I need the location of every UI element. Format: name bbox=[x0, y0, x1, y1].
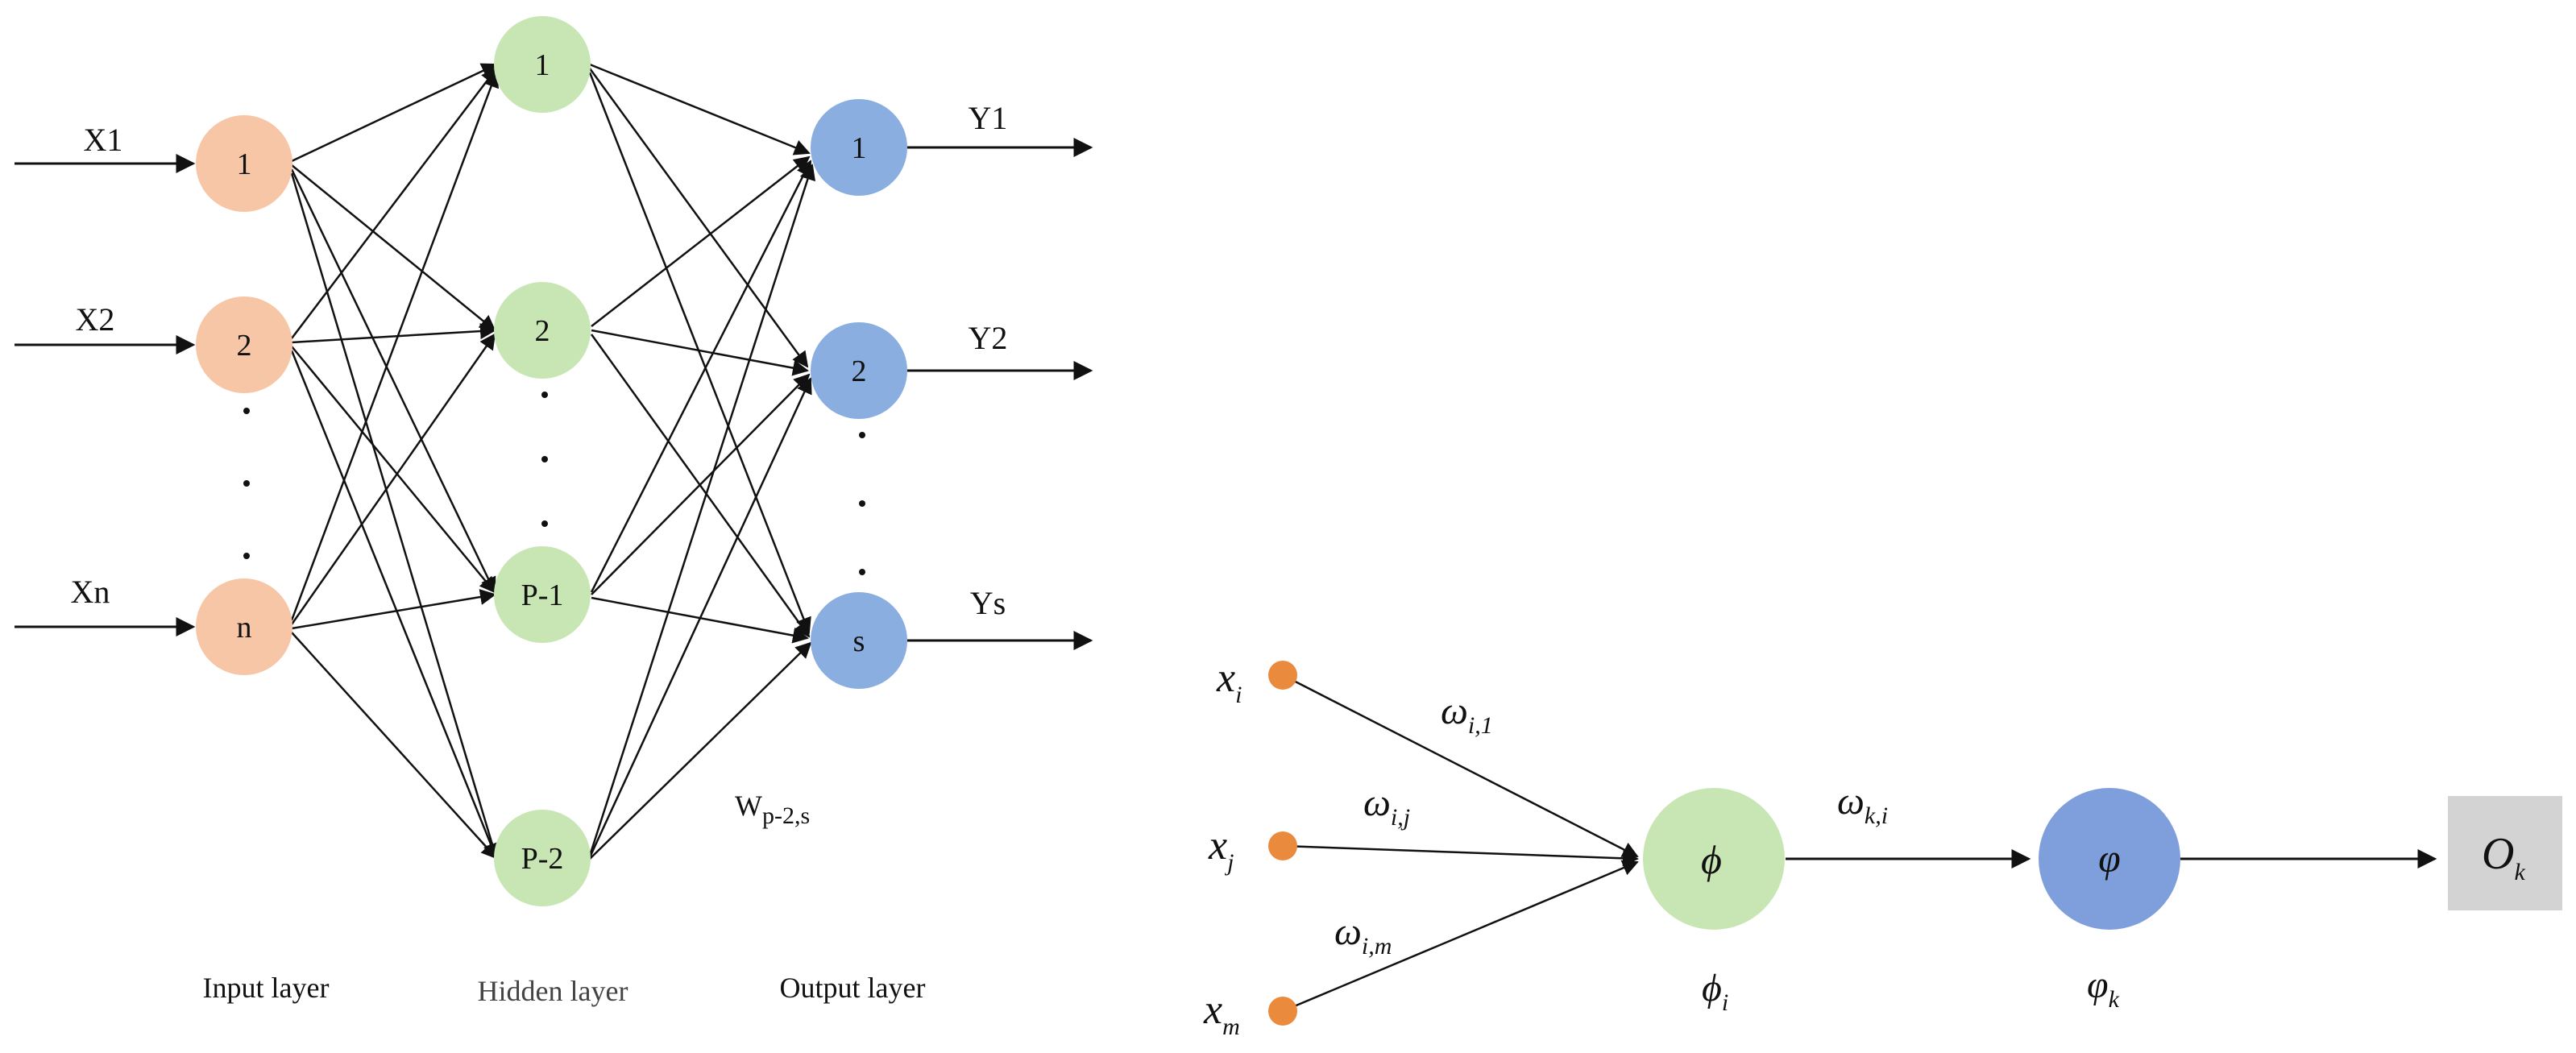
neuron-input-label-m: xm bbox=[1203, 987, 1240, 1040]
edge-in1-hp2 bbox=[290, 172, 500, 860]
output-node-s bbox=[811, 592, 907, 689]
weight-label-sub: p-2,s bbox=[762, 802, 810, 829]
phi-node bbox=[1643, 788, 1785, 930]
varphi-node-symbol: φ bbox=[2098, 835, 2121, 881]
neuron-input-dot-i bbox=[1268, 661, 1297, 690]
input-node-n-label: n bbox=[237, 611, 252, 645]
neuron-edge-xi bbox=[1282, 674, 1639, 858]
output-node-2 bbox=[811, 322, 907, 419]
network-edges bbox=[290, 63, 816, 860]
edge-h2-o2 bbox=[591, 329, 809, 376]
varphi-node bbox=[2039, 788, 2180, 930]
input-arrows: X1 X2 Xn bbox=[15, 122, 196, 636]
input-label-xn: Xn bbox=[71, 574, 110, 610]
edge-hp1-o2 bbox=[591, 373, 811, 595]
edge-inn-hp2 bbox=[291, 632, 498, 860]
output-ellipsis-dot bbox=[859, 500, 865, 507]
output-label-y2: Y2 bbox=[969, 320, 1008, 356]
neuron-output: φ φk Ok bbox=[2039, 788, 2562, 1013]
hidden-node-2-label: 2 bbox=[535, 314, 550, 348]
output-node-1 bbox=[811, 99, 907, 196]
output-label-y1: Y1 bbox=[969, 100, 1008, 136]
input-node-2-label: 2 bbox=[237, 329, 252, 363]
input-label-x1: X1 bbox=[84, 122, 123, 158]
caption-input-layer: Input layer bbox=[203, 972, 330, 1004]
neuron-edge-xj bbox=[1282, 844, 1639, 867]
hidden-node-1 bbox=[494, 16, 591, 113]
hidden-node-1-label: 1 bbox=[535, 48, 550, 82]
hidden-node-p-1 bbox=[494, 546, 591, 643]
neuron-weight-label-im: ωi,m bbox=[1334, 910, 1392, 960]
input-node-1-label: 1 bbox=[237, 147, 252, 181]
neuron-input-label-i: xi bbox=[1216, 655, 1242, 708]
output-label-ys: Ys bbox=[970, 585, 1006, 621]
weight-label: Wp-2,s bbox=[735, 790, 810, 829]
edge-hp2-os bbox=[589, 641, 812, 860]
edge-inn-hp1 bbox=[291, 589, 496, 630]
output-ellipsis-dot bbox=[859, 569, 865, 575]
neuron-weight-label-ij: ωi,j bbox=[1363, 781, 1410, 831]
hidden-ellipsis-dot bbox=[541, 392, 548, 398]
output-arrows: Y1 Y2 Ys bbox=[907, 100, 1093, 650]
hidden-layer-nodes: 1 2 P-1 P-2 bbox=[494, 16, 591, 906]
input-node-1 bbox=[196, 115, 292, 212]
hidden-node-p-2 bbox=[494, 810, 591, 906]
edge-h2-o1 bbox=[591, 155, 811, 327]
edge-in2-h1 bbox=[291, 67, 498, 339]
varphi-caption: φk bbox=[2087, 964, 2120, 1013]
neuron-input-dot-m bbox=[1268, 997, 1297, 1026]
edge-in2-h2 bbox=[291, 323, 496, 344]
input-node-n bbox=[196, 578, 292, 675]
caption-output-layer: Output layer bbox=[780, 972, 926, 1004]
edge-h1-o2 bbox=[588, 68, 809, 368]
phi-caption: ϕi bbox=[1702, 967, 1728, 1016]
edge-hp1-o1 bbox=[590, 160, 812, 593]
edge-in2-hp2 bbox=[290, 350, 499, 860]
edge-in1-h2 bbox=[291, 164, 496, 332]
output-node-s-label: s bbox=[853, 624, 865, 658]
output-node-1-label: 1 bbox=[852, 131, 867, 165]
edge-in1-hp1 bbox=[290, 168, 496, 594]
output-layer-nodes: 1 2 s bbox=[811, 99, 907, 689]
hidden-ellipsis-dot bbox=[541, 456, 548, 462]
edge-h1-o1 bbox=[589, 63, 811, 155]
edge-in2-hp1 bbox=[291, 346, 496, 594]
neuron-input-dot-j bbox=[1268, 831, 1297, 860]
hidden-ellipsis-dot bbox=[541, 520, 548, 527]
edge-hp2-o2 bbox=[588, 377, 812, 858]
neuron-edge-xm bbox=[1282, 860, 1639, 1013]
input-ellipsis-dot bbox=[243, 408, 250, 414]
neuron-inputs: xi xj xm ωi,1 ωi,j ωi,m bbox=[1203, 655, 1493, 1040]
edge-in1-h1 bbox=[291, 63, 498, 163]
output-ellipsis-dot bbox=[859, 432, 865, 438]
neuron-edges bbox=[1282, 674, 2437, 1013]
weight-label-main: W bbox=[735, 790, 762, 822]
caption-hidden-layer: Hidden layer bbox=[478, 975, 628, 1007]
result-box bbox=[2448, 796, 2562, 910]
edge-inn-h1 bbox=[290, 71, 500, 621]
neuron-input-label-j: xj bbox=[1208, 823, 1234, 876]
out-weight-label: ωk,i bbox=[1837, 780, 1888, 829]
input-label-x2: X2 bbox=[76, 301, 115, 338]
output-node-2-label: 2 bbox=[852, 354, 867, 388]
input-ellipsis-dot bbox=[243, 480, 250, 487]
input-node-2 bbox=[196, 296, 292, 393]
edge-inn-h2 bbox=[290, 333, 496, 625]
neuron-hidden: ϕ ϕi ωk,i bbox=[1643, 780, 1888, 1016]
neuron-weight-label-i1: ωi,1 bbox=[1441, 690, 1493, 739]
input-layer-nodes: 1 2 n bbox=[196, 115, 292, 675]
edge-hp2-o1 bbox=[588, 164, 816, 856]
hidden-node-p-2-label: P-2 bbox=[521, 842, 564, 876]
phi-node-symbol: ϕ bbox=[1701, 837, 1722, 882]
input-ellipsis-dot bbox=[243, 553, 250, 559]
edge-h1-os bbox=[588, 72, 811, 634]
hidden-node-p-1-label: P-1 bbox=[521, 578, 564, 612]
result-label: Ok bbox=[2482, 829, 2525, 885]
hidden-node-2 bbox=[494, 282, 591, 379]
